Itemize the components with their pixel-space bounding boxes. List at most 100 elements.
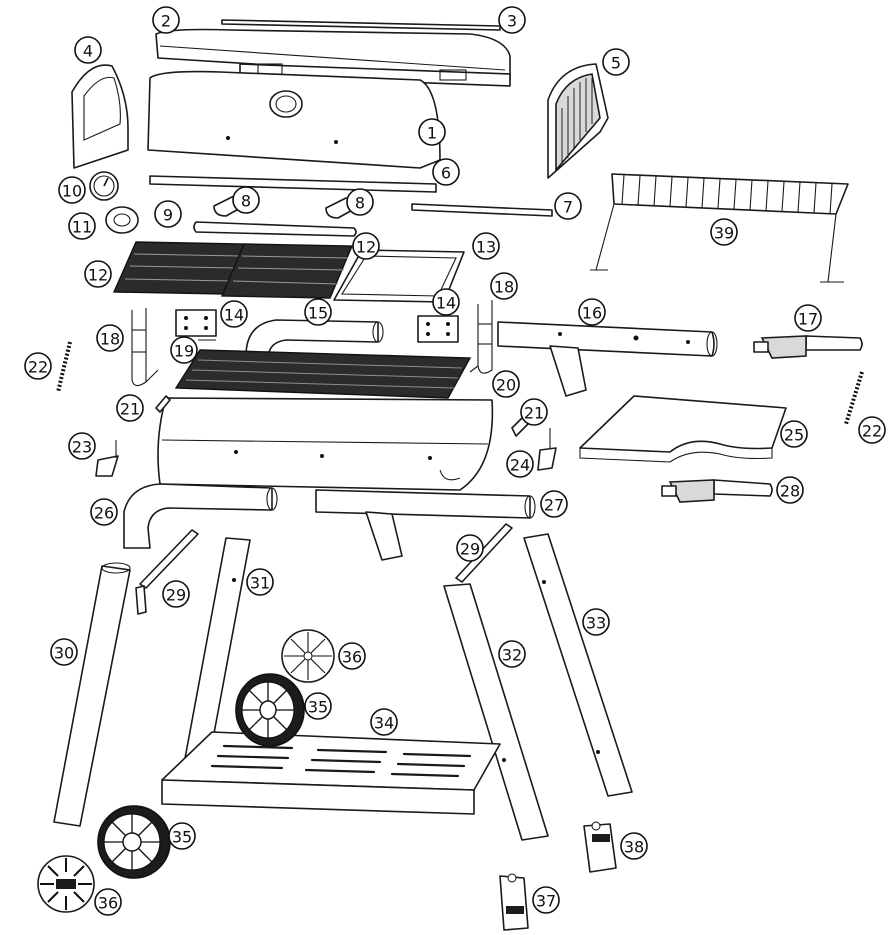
callout-number: 12	[356, 238, 376, 257]
callout-firebox: 20	[492, 370, 520, 398]
callout-rear-bar: 7	[554, 192, 582, 220]
left-handle-tube-drawing	[245, 319, 384, 357]
callout-clip-left: 21	[116, 394, 144, 422]
callout-number: 37	[536, 892, 556, 911]
callout-foot-cap-right: 38	[620, 832, 648, 860]
front-left-leg-drawing	[53, 562, 131, 827]
callout-handle-connector-lower: 28	[776, 476, 804, 504]
callout-number: 19	[174, 342, 194, 361]
handle-connector-lower-drawing	[661, 479, 773, 503]
callout-number: 34	[374, 714, 394, 733]
callout-spring-left: 22	[24, 352, 52, 380]
front-right-leg-drawing	[443, 583, 549, 841]
callout-number: 29	[460, 540, 480, 559]
firebox-drawing	[157, 397, 494, 491]
callout-number: 15	[308, 304, 328, 323]
left-frame-tube-drawing	[123, 483, 278, 549]
callout-cooking-grate-left: 12	[84, 260, 112, 288]
wheel-upper-drawing	[235, 673, 305, 747]
callout-griddle-plate: 13	[472, 232, 500, 260]
hubcap-lower-drawing	[37, 855, 95, 913]
callout-number: 18	[100, 330, 120, 349]
callout-thermometer: 10	[58, 176, 86, 204]
lid-hinge-bar-drawing	[221, 19, 511, 87]
callout-number: 33	[586, 614, 606, 633]
callout-wheel-lower: 35	[168, 822, 196, 850]
callout-number: 35	[308, 698, 328, 717]
callout-left-frame-tube: 26	[90, 498, 118, 526]
callout-number: 11	[72, 218, 92, 237]
callout-number: 2	[161, 12, 171, 31]
callout-hook-left: 23	[68, 432, 96, 460]
lid-left-end-cap-drawing	[71, 64, 129, 169]
callout-number: 36	[342, 648, 362, 667]
callout-handle-connector-upper: 17	[794, 304, 822, 332]
callout-number: 22	[28, 358, 48, 377]
callout-handle-spacer-left: 8	[232, 186, 260, 214]
leg-brace-drawing	[135, 523, 513, 615]
callout-number: 31	[250, 574, 270, 593]
callout-number: 21	[120, 400, 140, 419]
callout-number: 10	[62, 182, 82, 201]
rear-right-leg-drawing	[523, 533, 633, 797]
callout-wheel-upper: 35	[304, 692, 332, 720]
warming-rack-drawing	[590, 173, 849, 283]
callout-number: 9	[163, 206, 173, 225]
callout-lid-top-cover: 2	[152, 6, 180, 34]
callout-leg-brace-left: 29	[162, 580, 190, 608]
callout-number: 12	[88, 266, 108, 285]
callout-number: 14	[436, 294, 456, 313]
charcoal-grate-drawing	[174, 349, 472, 399]
callout-lid-right-end-cap: 5	[602, 48, 630, 76]
right-handle-tube-drawing	[497, 321, 718, 397]
callout-hook-right: 24	[506, 450, 534, 478]
callout-cooking-grate-right: 12	[352, 232, 380, 260]
callout-front-right-leg: 32	[498, 640, 526, 668]
wheel-lower-drawing	[97, 805, 171, 879]
lid-handle-bar-drawing	[149, 175, 437, 193]
spring-drawing	[56, 341, 864, 425]
rear-bar-drawing	[411, 203, 553, 217]
callout-number: 21	[524, 404, 544, 423]
callout-lid-handle-bar: 6	[432, 158, 460, 186]
callout-right-frame-tube: 27	[540, 490, 568, 518]
callout-number: 18	[494, 278, 514, 297]
callout-clip-right: 21	[520, 398, 548, 426]
callout-rear-right-leg: 33	[582, 608, 610, 636]
thermometer-drawing	[89, 171, 119, 201]
callout-hubcap-lower: 36	[94, 888, 122, 916]
callout-number: 35	[172, 828, 192, 847]
callout-number: 17	[798, 310, 818, 329]
callout-lid-handle: 9	[154, 200, 182, 228]
callout-number: 7	[563, 198, 573, 217]
callout-number: 27	[544, 496, 564, 515]
lid-handle-drawing	[193, 221, 357, 237]
callout-lid-hinge-bar: 3	[498, 6, 526, 34]
callout-lid: 1	[418, 118, 446, 146]
callout-number: 39	[714, 224, 734, 243]
callout-hubcap-upper: 36	[338, 642, 366, 670]
callout-foot-cap-left: 37	[532, 886, 560, 914]
callout-charcoal-hanger-left: 18	[96, 324, 124, 352]
callout-spring-right: 22	[858, 416, 886, 444]
callout-right-handle-tube: 16	[578, 298, 606, 326]
callout-number: 8	[241, 192, 251, 211]
lid-drawing	[147, 70, 441, 169]
thermometer-nut-drawing	[105, 206, 139, 234]
callout-front-left-leg: 30	[50, 638, 78, 666]
callout-number: 6	[441, 164, 451, 183]
callout-number: 3	[507, 12, 517, 31]
callout-number: 8	[355, 194, 365, 213]
foot-cap-left-drawing	[499, 873, 529, 931]
callout-number: 22	[862, 422, 882, 441]
callout-number: 5	[611, 54, 621, 73]
callout-number: 25	[784, 426, 804, 445]
callout-number: 38	[624, 838, 644, 857]
callout-number: 4	[83, 42, 93, 61]
foot-cap-right-drawing	[583, 821, 617, 873]
hook-drawing	[95, 428, 557, 477]
callout-small-bracket: 19	[170, 336, 198, 364]
callout-charcoal-hanger-right: 18	[490, 272, 518, 300]
hinge-bracket-drawing	[175, 309, 459, 343]
